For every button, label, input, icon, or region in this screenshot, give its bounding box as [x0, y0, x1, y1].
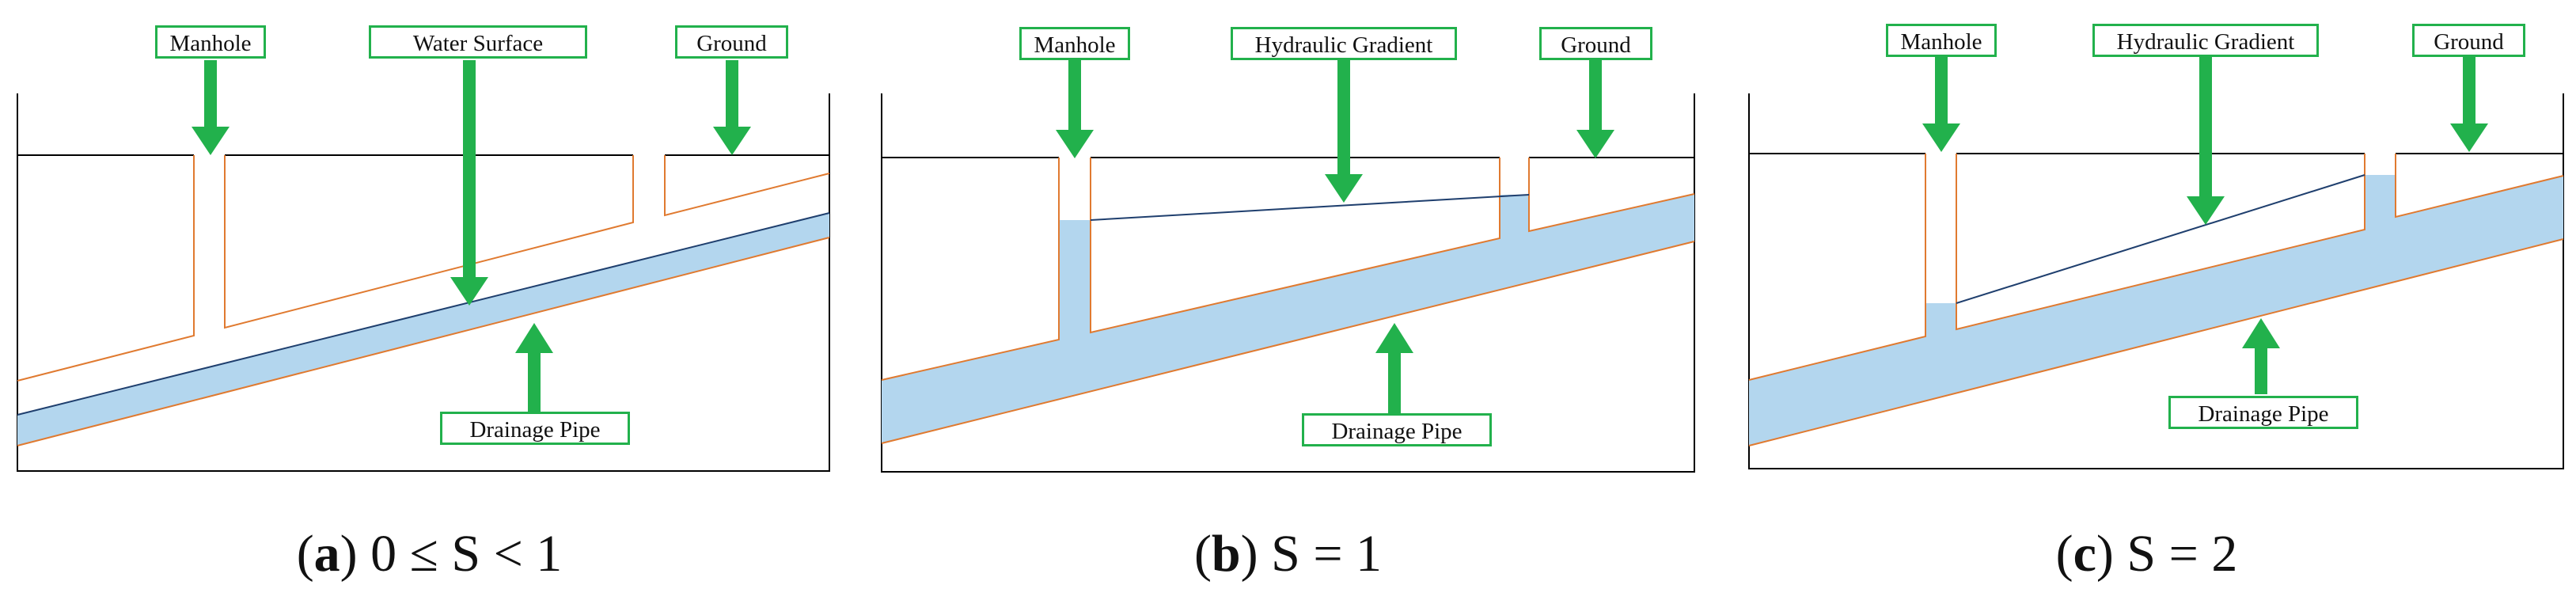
soil-outline [17, 155, 195, 382]
pipe-bottom-edge [1748, 238, 2564, 446]
drainage-pipe-label: Drainage Pipe [2168, 396, 2358, 429]
arrow-down-icon [713, 60, 751, 155]
drainage-pipe [17, 213, 829, 446]
caption-b: (b) S = 1 [1193, 525, 1383, 583]
arrow-down-icon [1576, 60, 1614, 158]
caption-letter: b [1211, 525, 1241, 583]
soil-outline [1528, 158, 1695, 233]
caption-letter: a [313, 525, 340, 583]
manhole-label: Manhole [155, 25, 266, 59]
arrow-down-icon [450, 60, 488, 306]
hydraulic-gradient-line [1090, 194, 1530, 221]
frame [1748, 93, 2564, 469]
arrow-up-icon [2242, 318, 2280, 394]
panel-c-diagram [1748, 55, 2564, 469]
caption-text: 0 ≤ S < 1 [370, 525, 563, 583]
pipe-bottom-edge [881, 241, 1695, 444]
hydraulic-gradient-line [1956, 174, 2365, 304]
ground-label: Ground [1539, 27, 1652, 60]
caption-c: (c) S = 2 [2055, 525, 2238, 583]
pipe-bottom-edge [17, 237, 830, 446]
water-surface-label: Water Surface [369, 25, 587, 59]
manhole-label: Manhole [1886, 24, 1997, 57]
frame [17, 93, 830, 472]
caption-a: (a) 0 ≤ S < 1 [296, 525, 563, 583]
hydraulic-gradient-label: Hydraulic Gradient [1231, 27, 1457, 60]
arrow-down-icon [1325, 60, 1363, 203]
soil-outline [224, 155, 634, 329]
arrow-down-icon [1922, 55, 1960, 152]
arrow-down-icon [1056, 60, 1094, 158]
drainage-pipe [882, 194, 1694, 443]
drainage-pipe [1749, 175, 2563, 446]
caption-text: S = 2 [2126, 525, 2238, 583]
soil-outline [2395, 154, 2564, 218]
panel-b: Manhole Hydraulic Gradient Ground Draina… [859, 0, 1717, 604]
soil-outline [1748, 154, 1926, 381]
soil-outline [664, 155, 830, 217]
panel-a: Manhole Water Surface Ground Drainage Pi… [0, 0, 859, 604]
arrow-up-icon [1375, 323, 1413, 413]
arrow-down-icon [2450, 55, 2488, 152]
panel-c: Manhole Hydraulic Gradient Ground Draina… [1717, 0, 2576, 604]
manhole-label: Manhole [1019, 27, 1130, 60]
frame [881, 93, 1695, 473]
arrow-down-icon [192, 60, 230, 155]
ground-label: Ground [675, 25, 788, 59]
soil-outline [1090, 158, 1500, 334]
ground-label: Ground [2412, 24, 2525, 57]
panel-a-diagram [17, 60, 830, 472]
soil-outline [1956, 154, 2365, 331]
drainage-pipe-label: Drainage Pipe [1302, 413, 1492, 446]
caption-text: S = 1 [1271, 525, 1383, 583]
drainage-pipe-label: Drainage Pipe [440, 412, 630, 445]
soil-outline [881, 158, 1060, 381]
water-surface-line [17, 212, 830, 416]
caption-letter: c [2073, 525, 2096, 583]
arrow-down-icon [2187, 55, 2225, 225]
panel-b-diagram [881, 60, 1695, 473]
hydraulic-gradient-label: Hydraulic Gradient [2092, 24, 2319, 57]
arrow-up-icon [515, 323, 553, 412]
